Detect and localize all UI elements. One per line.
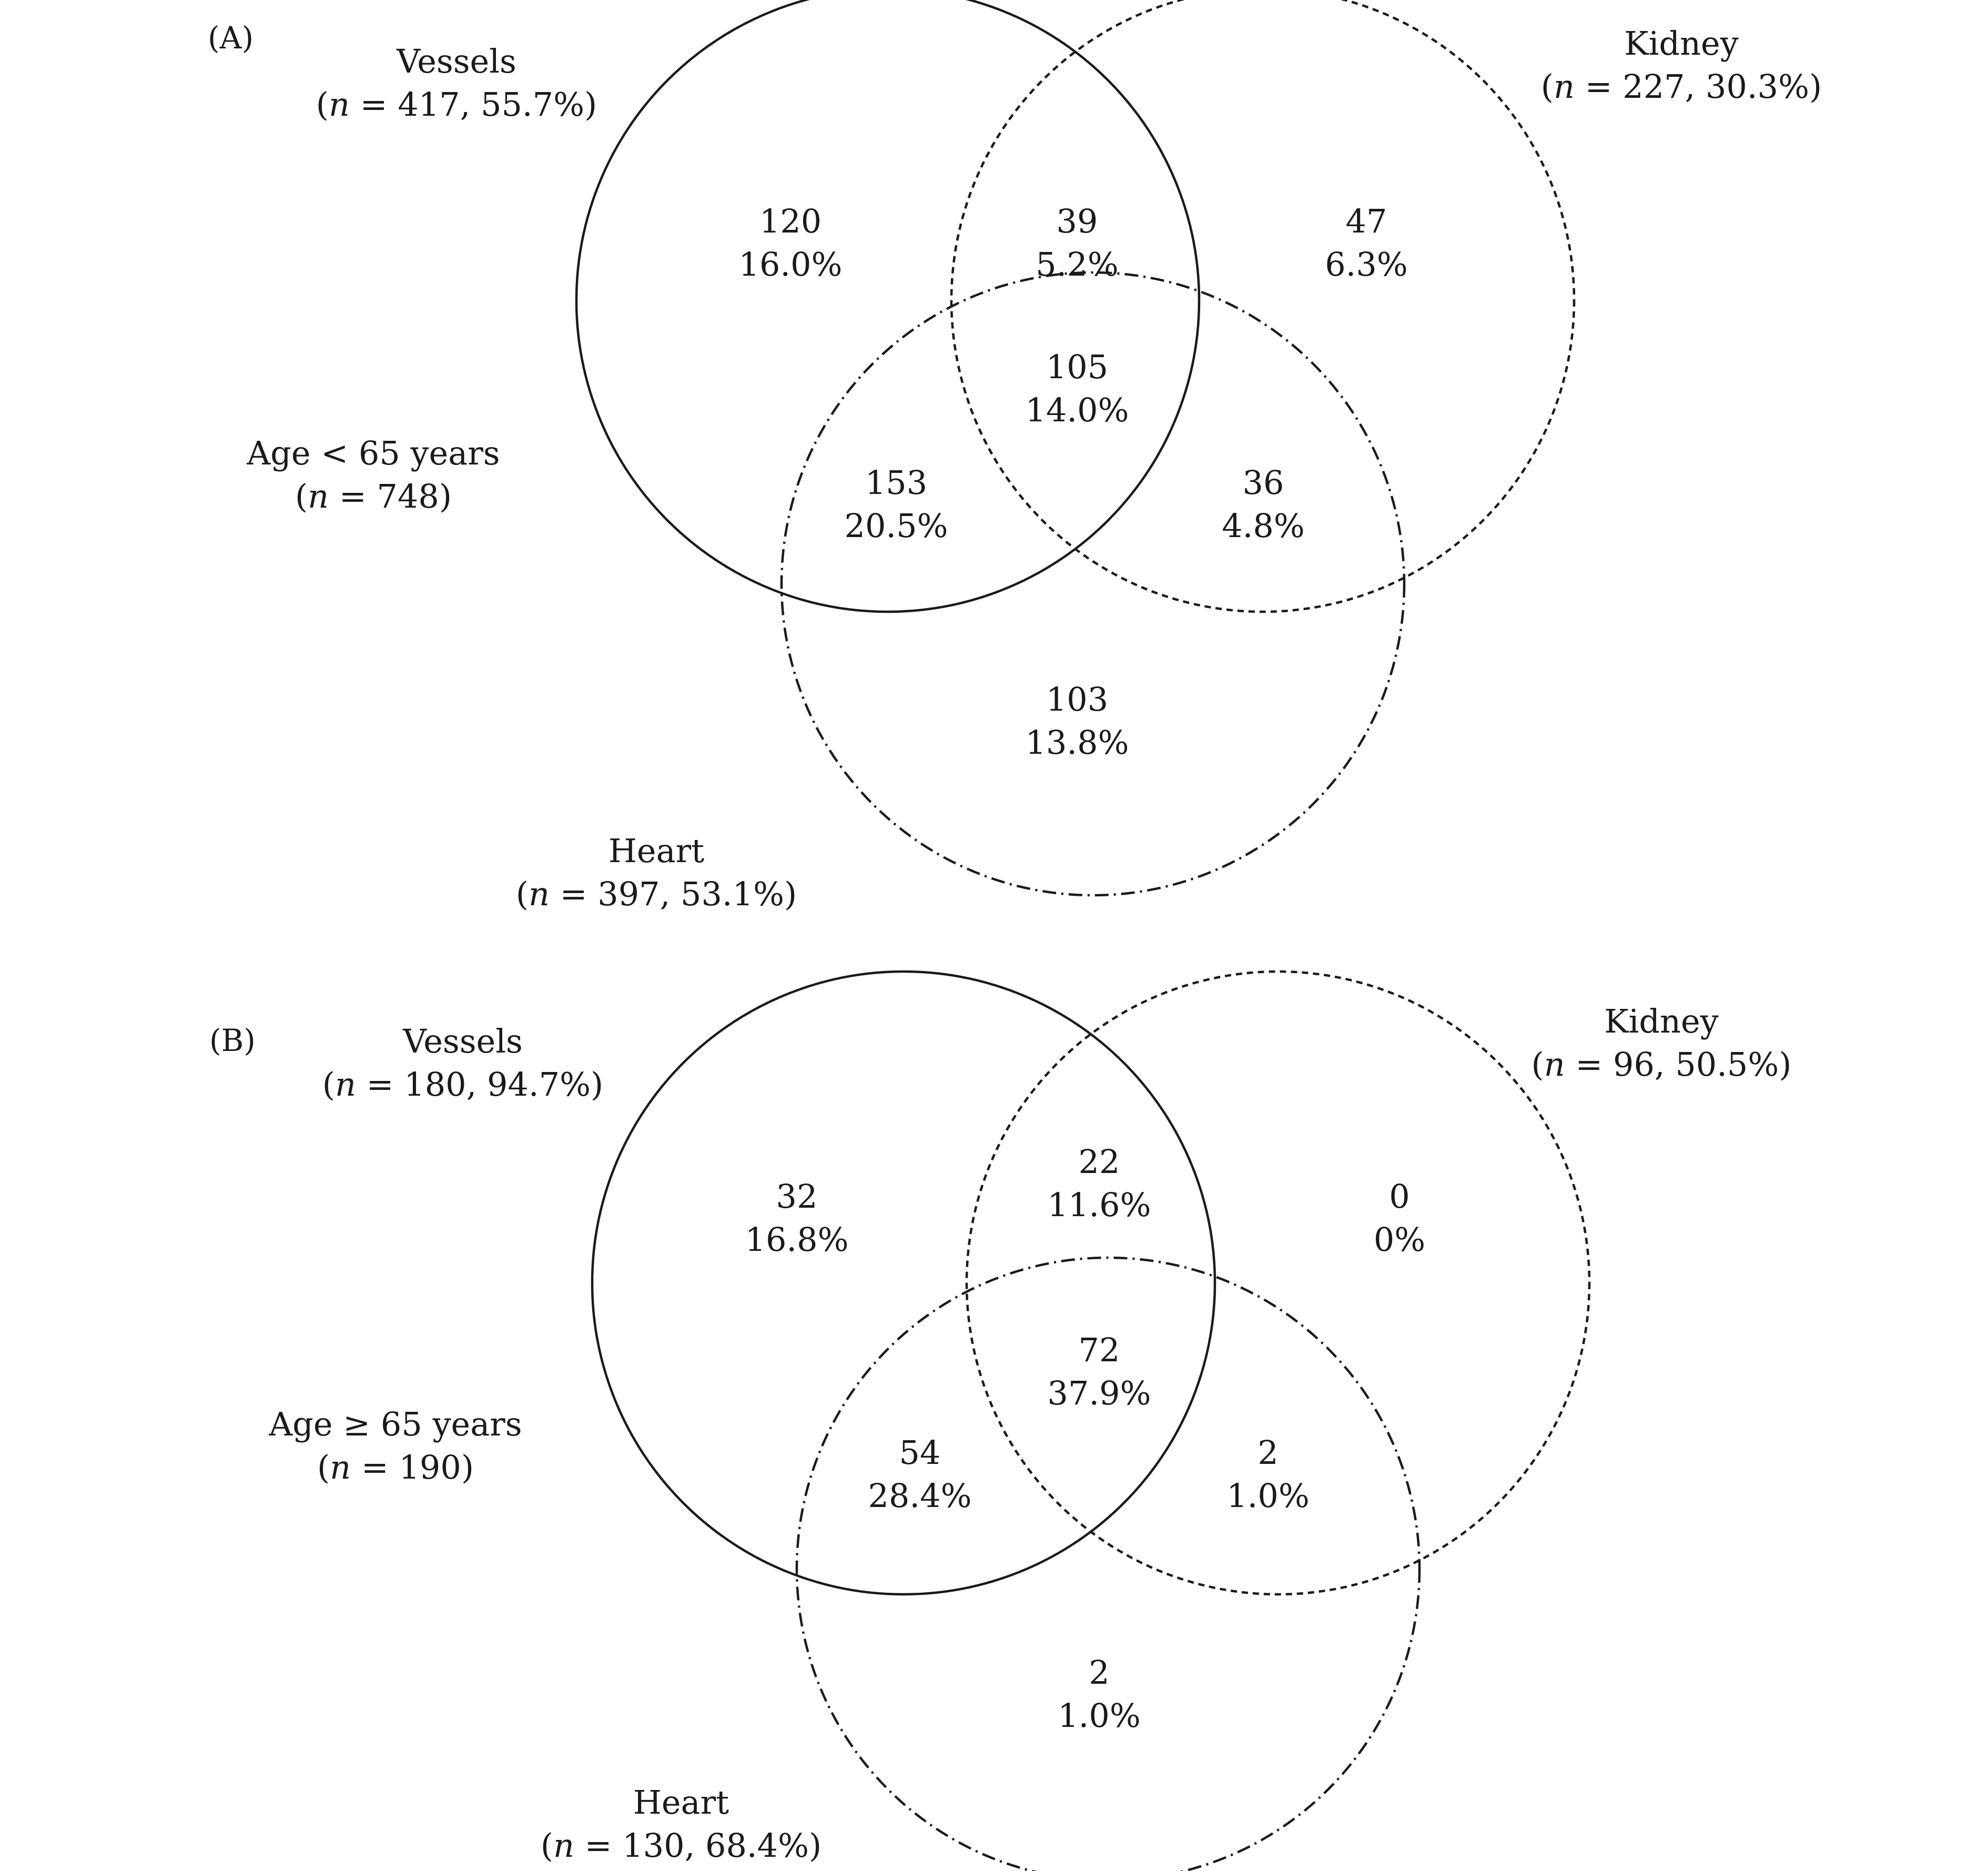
panel-a-vessels-heart-count: 153: [865, 463, 927, 502]
panel-a-vessels-circle: [575, 0, 1201, 613]
panel-a-kidney-circle: [950, 0, 1576, 613]
panel-b-group-n: (n = 190): [317, 1448, 474, 1486]
panel-b-heart-n: (n = 130, 68.4%): [541, 1826, 821, 1865]
panel-b-kidney-circle: [965, 970, 1591, 1596]
panel-a-kidney-heart-count: 36: [1243, 463, 1284, 502]
panel-b-kidney-heart-count: 2: [1257, 1433, 1278, 1472]
panel-b-vessels-n: (n = 180, 94.7%): [322, 1065, 603, 1104]
panel-b-tag: (B): [209, 1023, 256, 1058]
panel-a-vessels-label: Vessels: [396, 42, 516, 80]
panel-a-heart-n: (n = 397, 53.1%): [516, 875, 797, 913]
panel-a-heart-only-pct: 13.8%: [1026, 723, 1129, 762]
panel-b-vessels-label: Vessels: [402, 1022, 523, 1060]
panel-a-all-three-pct: 14.0%: [1026, 391, 1129, 429]
panel-a-all-three-count: 105: [1046, 348, 1108, 386]
panel-b: (B) Vessels (n = 180, 94.7%) Kidney (n =…: [209, 970, 1792, 1871]
panel-a-vessels-n: (n = 417, 55.7%): [316, 85, 597, 124]
panel-a-tag: (A): [208, 20, 253, 56]
panel-a-kidney-only-pct: 6.3%: [1325, 245, 1408, 284]
panel-b-all-three-count: 72: [1079, 1331, 1120, 1369]
panel-b-kidney-only-count: 0: [1389, 1177, 1409, 1216]
panel-a-heart-circle: [780, 271, 1406, 897]
panel-a-kidney-heart-pct: 4.8%: [1222, 507, 1305, 545]
panel-a-vessels-only-pct: 16.0%: [739, 245, 843, 284]
panel-b-vessels-only-pct: 16.8%: [745, 1220, 849, 1259]
panel-a-vessels-kidney-pct: 5.2%: [1036, 245, 1119, 284]
panel-a: (A) Vessels (n = 417, 55.7%) Kidney (n =…: [208, 0, 1822, 913]
panel-a-kidney-n: (n = 227, 30.3%): [1541, 67, 1822, 106]
panel-a-vessels-heart-pct: 20.5%: [845, 507, 948, 545]
panel-a-kidney-only-count: 47: [1346, 202, 1387, 240]
panel-b-kidney-heart-pct: 1.0%: [1226, 1476, 1310, 1515]
panel-b-kidney-only-pct: 0%: [1374, 1220, 1425, 1259]
panel-b-vessels-kidney-pct: 11.6%: [1048, 1186, 1151, 1224]
panel-b-kidney-n: (n = 96, 50.5%): [1531, 1045, 1792, 1084]
panel-a-heart-label: Heart: [608, 832, 704, 870]
panel-b-heart-only-pct: 1.0%: [1058, 1696, 1141, 1735]
panel-b-group-label: Age ≥ 65 years: [268, 1405, 522, 1443]
panel-b-heart-circle: [795, 1256, 1421, 1871]
panel-b-heart-label: Heart: [633, 1783, 729, 1822]
panel-b-vessels-heart-pct: 28.4%: [868, 1476, 972, 1515]
panel-b-heart-only-count: 2: [1089, 1653, 1109, 1692]
panel-a-kidney-label: Kidney: [1624, 24, 1738, 63]
panel-b-vessels-heart-count: 54: [899, 1433, 941, 1472]
panel-b-kidney-label: Kidney: [1604, 1002, 1718, 1040]
panel-b-vessels-kidney-count: 22: [1079, 1142, 1120, 1181]
panel-b-all-three-pct: 37.9%: [1048, 1374, 1151, 1412]
panel-b-vessels-circle: [591, 970, 1216, 1596]
panel-a-vessels-kidney-count: 39: [1057, 202, 1098, 240]
panel-a-group-n: (n = 748): [295, 477, 452, 515]
panel-a-heart-only-count: 103: [1046, 680, 1108, 719]
panel-b-vessels-only-count: 32: [776, 1177, 818, 1216]
panel-a-group-label: Age < 65 years: [246, 434, 500, 472]
panel-a-vessels-only-count: 120: [759, 202, 821, 240]
